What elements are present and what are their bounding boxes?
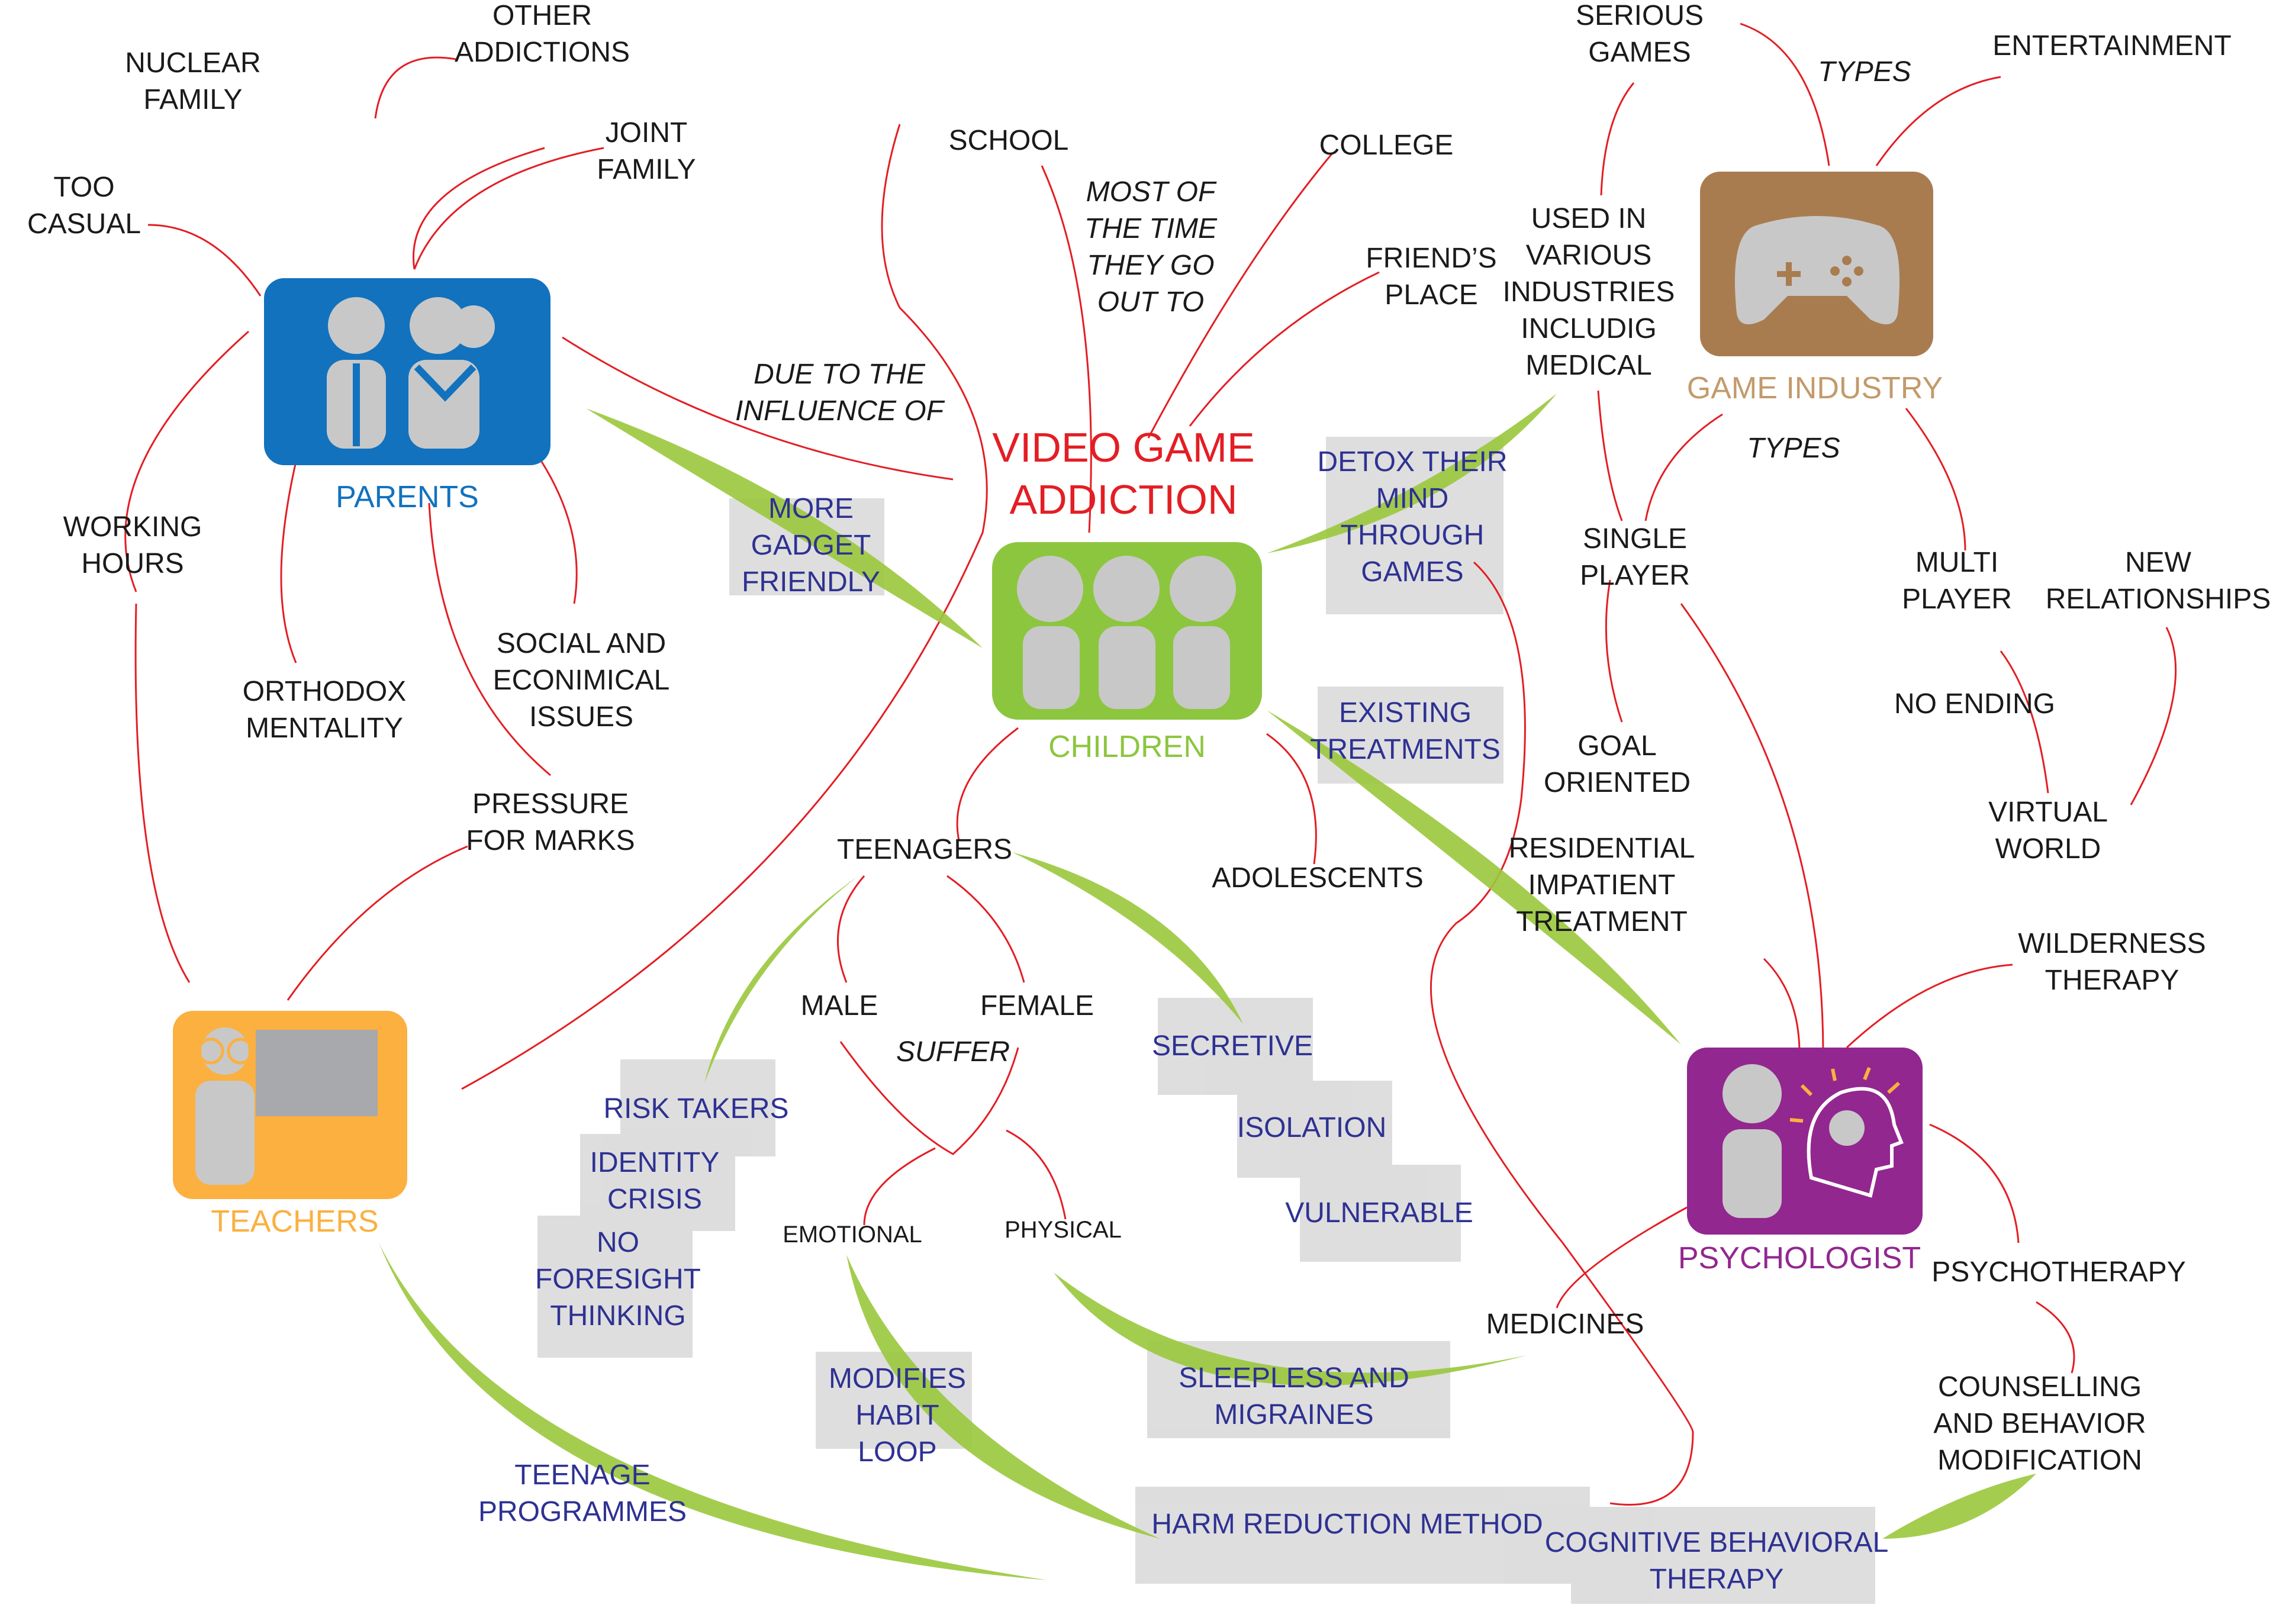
label-male: MALE [800,990,878,1022]
label-most-of-time: MOST OF THE TIME THEY GO OUT TO [1084,176,1217,318]
label-physical: PHYSICAL [1005,1217,1122,1243]
parents-node[interactable] [264,278,550,465]
box-isolation [1237,1081,1392,1178]
label-more-gadget: MORE GADGET FRIENDLY [742,493,880,598]
label-adolescents: ADOLESCENTS [1212,862,1424,894]
label-school: SCHOOL [948,125,1069,156]
psychologist-node[interactable] [1687,1048,1923,1235]
label-residential: RESIDENTIAL IMPATIENT TREATMENT [1508,833,1695,937]
label-wilderness: WILDERNESS THERAPY [2018,928,2206,996]
parents-label: PARENTS [336,480,479,514]
label-new-relationships: NEW RELATIONSHIPS [2045,547,2271,615]
label-used-in-industries: USED IN VARIOUS INDUSTRIES INCLUDIG MEDI… [1502,203,1675,381]
teachers-label: TEACHERS [211,1204,379,1239]
label-joint-family: JOINT FAMILY [597,117,696,185]
label-sleepless: SLEEPLESS AND MIGRAINES [1179,1362,1409,1430]
box-cbt [1571,1507,1875,1604]
label-existing-treatments: EXISTING TREATMENTS [1310,697,1501,765]
label-friends-place: FRIEND’S PLACE [1366,243,1497,311]
label-medicines: MEDICINES [1486,1309,1644,1340]
label-virtual-world: VIRTUAL WORLD [1988,797,2108,865]
label-orthodox: ORTHODOX MENTALITY [242,676,407,744]
label-types-mid: TYPES [1747,433,1840,464]
teachers-node[interactable] [173,1011,407,1199]
page-title: VIDEO GAME ADDICTION [992,424,1255,523]
label-modifies-habit: MODIFIES HABIT LOOP [828,1363,967,1468]
label-single-player: SINGLE PLAYER [1580,523,1690,591]
box-identity [580,1134,735,1231]
psychologist-label: PSYCHOLOGIST [1678,1241,1921,1275]
box-harm [1135,1487,1590,1584]
green-leaves [379,394,2036,1580]
label-counselling: COUNSELLING AND BEHAVIOR MODIFICATION [1933,1371,2146,1476]
label-serious-games: SERIOUS GAMES [1575,0,1704,68]
label-college: COLLEGE [1319,130,1454,161]
label-female: FEMALE [980,990,1094,1022]
label-other-addictions: OTHER ADDICTIONS [454,0,630,68]
label-suffer: SUFFER [896,1036,1010,1068]
label-too-casual: TOO CASUAL [27,172,141,240]
label-vulnerable: VULNERABLE [1285,1197,1473,1229]
label-multi-player: MULTI PLAYER [1902,547,2012,615]
parents-icon [327,297,495,449]
psychologist-icon [1723,1064,1904,1218]
children-icon [1017,556,1236,709]
box-vulnerable [1300,1165,1461,1262]
label-due-to-influence: DUE TO THE INFLUENCE OF [735,359,944,427]
label-teenagers: TEENAGERS [836,834,1013,865]
label-nuclear-family: NUCLEAR FAMILY [125,47,261,115]
game-industry-node[interactable] [1700,172,1933,356]
label-secretive: SECRETIVE [1151,1030,1313,1062]
label-working-hours: WORKING HOURS [63,511,202,579]
label-no-foresight: NO FORESIGHT THINKING [535,1227,701,1332]
label-detox: DETOX THEIR MIND THROUGH GAMES [1317,446,1508,588]
label-teenage-programmes: TEENAGE PROGRAMMES [478,1459,687,1528]
label-types-top: TYPES [1818,56,1911,88]
gamepad-icon [1734,216,1900,324]
label-isolation: ISOLATION [1237,1112,1387,1143]
box-foresight [537,1216,693,1358]
label-psychotherapy: PSYCHOTHERAPY [1931,1256,2186,1288]
label-identity-crisis: IDENTITY CRISIS [590,1147,720,1215]
label-cbt: COGNITIVE BEHAVIORAL THERAPY [1544,1527,1889,1595]
label-pressure: PRESSURE FOR MARKS [466,788,635,856]
label-goal-oriented: GOAL ORIENTED [1543,730,1691,798]
children-label: CHILDREN [1048,730,1206,764]
teacher-icon [195,1027,378,1185]
label-entertainment: ENTERTAINMENT [1992,30,2232,62]
game-industry-label: GAME INDUSTRY [1686,371,1943,405]
label-emotional: EMOTIONAL [783,1222,922,1248]
label-harm-reduction: HARM REDUCTION METHOD [1151,1509,1543,1540]
label-social-issues: SOCIAL AND ECONIMiCAL ISSUES [492,628,670,733]
children-node[interactable] [992,542,1262,720]
red-connectors [124,22,2177,1506]
label-risk-takers: RISK TAKERS [603,1093,789,1124]
label-no-ending: NO ENDING [1894,688,2056,720]
